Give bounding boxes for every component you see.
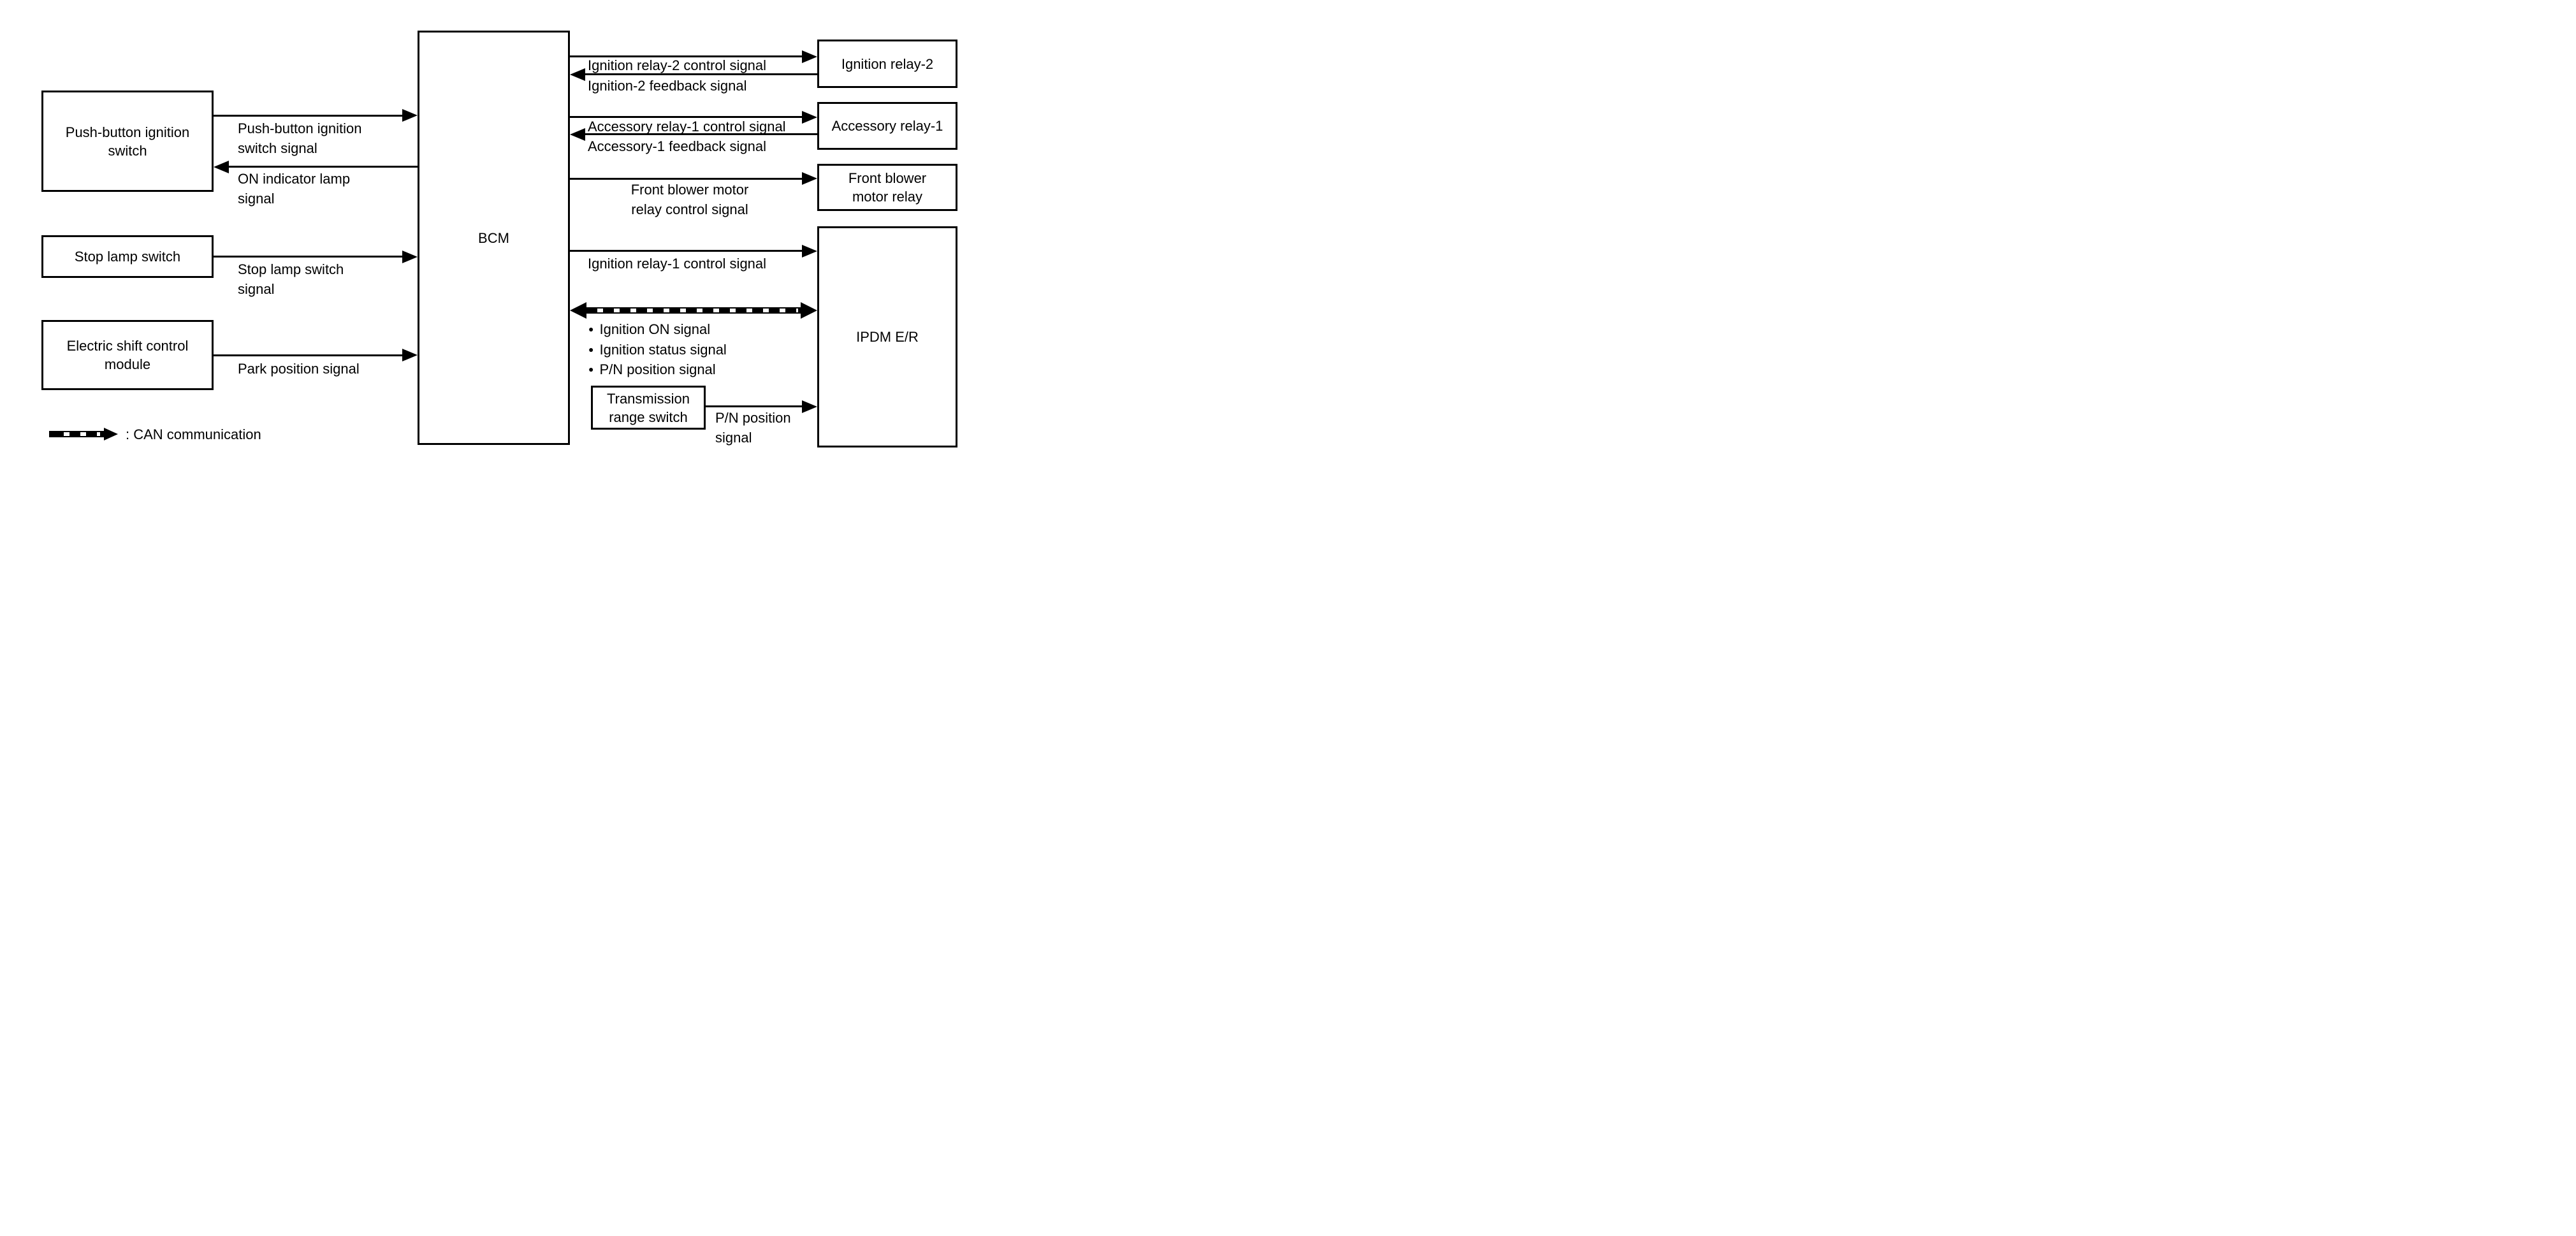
bcm-signal-diagram: Push-button ignition switch Stop lamp sw…	[0, 0, 994, 477]
arrowhead-bcm-to-accessory-relay-1	[802, 111, 817, 124]
box-ignition-relay-2: Ignition relay-2	[817, 40, 957, 88]
box-label: Electric shift control module	[66, 338, 189, 372]
bullet-icon: ●	[588, 324, 594, 334]
box-push-button-ignition-switch: Push-button ignition switch	[41, 91, 214, 192]
label-ignition-relay-1-control: Ignition relay-1 control signal	[588, 256, 767, 272]
label-accessory-relay-1-control: Accessory relay-1 control signal	[588, 119, 786, 135]
box-label: BCM	[478, 229, 509, 246]
line-accessory-relay-1-to-bcm	[584, 133, 817, 135]
can-signal-label: Ignition ON signal	[599, 321, 711, 337]
bullet-icon: ●	[588, 344, 594, 354]
arrowhead-bcm-to-front-blower-relay	[802, 172, 817, 185]
arrowhead-ignition-relay-2-to-bcm	[570, 68, 585, 81]
label-pn-position-signal: P/N position signal	[715, 410, 791, 446]
box-front-blower-motor-relay: Front blower motor relay	[817, 164, 957, 211]
arrowhead-push-button-to-bcm	[402, 109, 418, 122]
line-transmission-to-ipdm	[706, 405, 802, 407]
arrowhead-bcm-to-ipdm-ignition-relay-1	[802, 245, 817, 258]
box-label: Transmission range switch	[607, 390, 690, 425]
box-bcm: BCM	[418, 31, 570, 445]
line-bcm-to-front-blower-relay	[570, 178, 802, 180]
line-push-button-to-bcm	[214, 115, 404, 117]
line-bcm-to-push-button	[228, 166, 418, 168]
can-signal-label: Ignition status signal	[599, 342, 727, 358]
line-electric-shift-to-bcm	[214, 354, 404, 356]
arrowhead-stop-lamp-to-bcm	[402, 251, 418, 263]
box-label: Ignition relay-2	[841, 55, 934, 72]
label-stop-lamp-signal: Stop lamp switch signal	[238, 261, 344, 297]
label-accessory-1-feedback: Accessory-1 feedback signal	[588, 138, 767, 154]
box-label: Front blower motor relay	[848, 170, 927, 205]
arrowhead-can-right	[801, 302, 817, 319]
can-signal-item: ● Ignition ON signal	[588, 319, 710, 339]
can-signal-item: ● Ignition status signal	[588, 340, 727, 360]
can-signal-label: P/N position signal	[599, 361, 716, 377]
label-park-position-signal: Park position signal	[238, 361, 360, 377]
box-accessory-relay-1: Accessory relay-1	[817, 102, 957, 150]
legend-can-arrowhead	[104, 428, 118, 440]
box-electric-shift-control-module: Electric shift control module	[41, 320, 214, 390]
label-ignition-relay-2-control: Ignition relay-2 control signal	[588, 57, 767, 73]
arrowhead-electric-shift-to-bcm	[402, 349, 418, 361]
arrowhead-bcm-to-ignition-relay-2	[802, 50, 817, 63]
line-bcm-to-ipdm-ignition-relay-1	[570, 250, 802, 252]
legend-can-arrow-bar	[49, 431, 104, 437]
label-front-blower-control: Front blower motor relay control signal	[630, 182, 749, 217]
box-stop-lamp-switch: Stop lamp switch	[41, 235, 214, 278]
can-signal-item: ● P/N position signal	[588, 360, 716, 379]
box-transmission-range-switch: Transmission range switch	[591, 386, 706, 430]
label-ignition-2-feedback: Ignition-2 feedback signal	[588, 78, 747, 94]
legend-can-label: : CAN communication	[126, 426, 261, 442]
arrowhead-accessory-relay-1-to-bcm	[570, 128, 585, 141]
box-label: Push-button ignition switch	[65, 124, 190, 159]
box-ipdm-er: IPDM E/R	[817, 226, 957, 447]
can-communication-bar	[583, 307, 802, 314]
line-bcm-to-accessory-relay-1	[570, 116, 802, 118]
line-stop-lamp-to-bcm	[214, 256, 404, 258]
bullet-icon: ●	[588, 364, 594, 374]
line-ignition-relay-2-to-bcm	[584, 73, 817, 75]
line-bcm-to-ignition-relay-2	[570, 55, 802, 57]
arrowhead-bcm-to-push-button	[214, 161, 229, 173]
arrowhead-transmission-to-ipdm	[802, 400, 817, 413]
label-push-button-signal: Push-button ignition switch signal	[238, 120, 362, 156]
box-label: Stop lamp switch	[74, 249, 181, 265]
box-label: Accessory relay-1	[831, 118, 943, 134]
box-label: IPDM E/R	[856, 329, 919, 345]
label-on-indicator-lamp-signal: ON indicator lamp signal	[238, 171, 351, 207]
